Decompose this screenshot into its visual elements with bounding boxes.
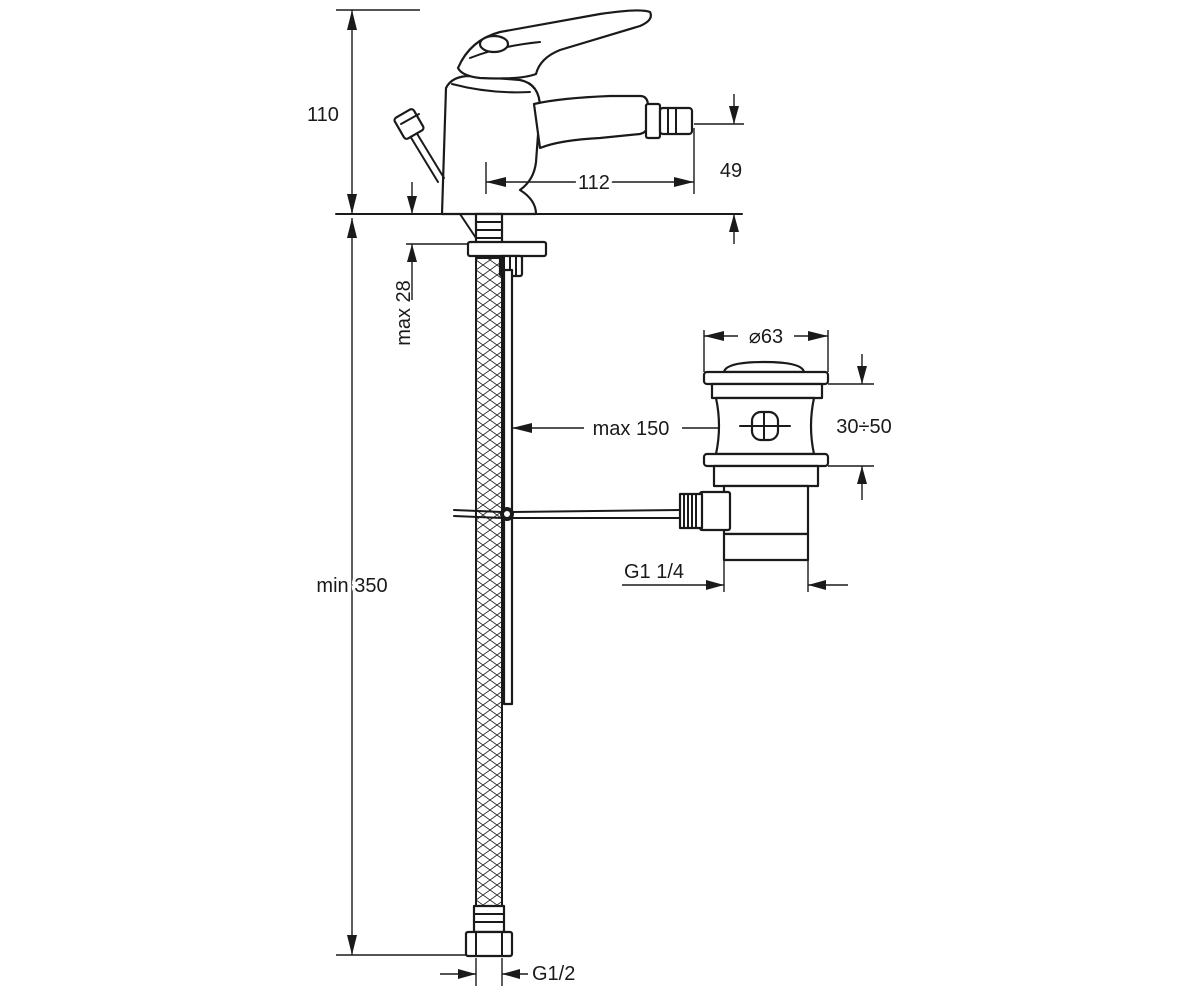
- label-112: 112: [578, 172, 610, 194]
- label-g12: G1/2: [532, 963, 575, 985]
- dimension-112: 112: [485, 128, 695, 198]
- popup-waste: [678, 360, 830, 562]
- dimension-g114: G1 1/4: [622, 560, 848, 592]
- dimension-g12: G1/2: [440, 958, 575, 986]
- faucet-body: [393, 9, 694, 216]
- label-max-28: max 28: [393, 280, 415, 346]
- label-d63: ⌀63: [749, 326, 783, 348]
- dimension-110: 110: [307, 9, 420, 214]
- dimension-d63: ⌀63: [703, 326, 829, 372]
- popup-rod: [502, 268, 514, 706]
- dimension-max-28: max 28: [393, 182, 476, 346]
- dimension-49: 49: [694, 94, 744, 244]
- pull-rod: [453, 507, 681, 521]
- dimension-30-50: 30÷50: [828, 354, 892, 500]
- label-110: 110: [307, 104, 339, 126]
- label-max-150: max 150: [593, 418, 670, 440]
- flexible-hose: [464, 257, 514, 958]
- label-min-350: min 350: [316, 575, 387, 597]
- label-g114: G1 1/4: [624, 561, 684, 583]
- label-49: 49: [720, 160, 742, 182]
- dimension-min-350: min 350: [313, 218, 470, 956]
- label-30-50: 30÷50: [836, 416, 891, 438]
